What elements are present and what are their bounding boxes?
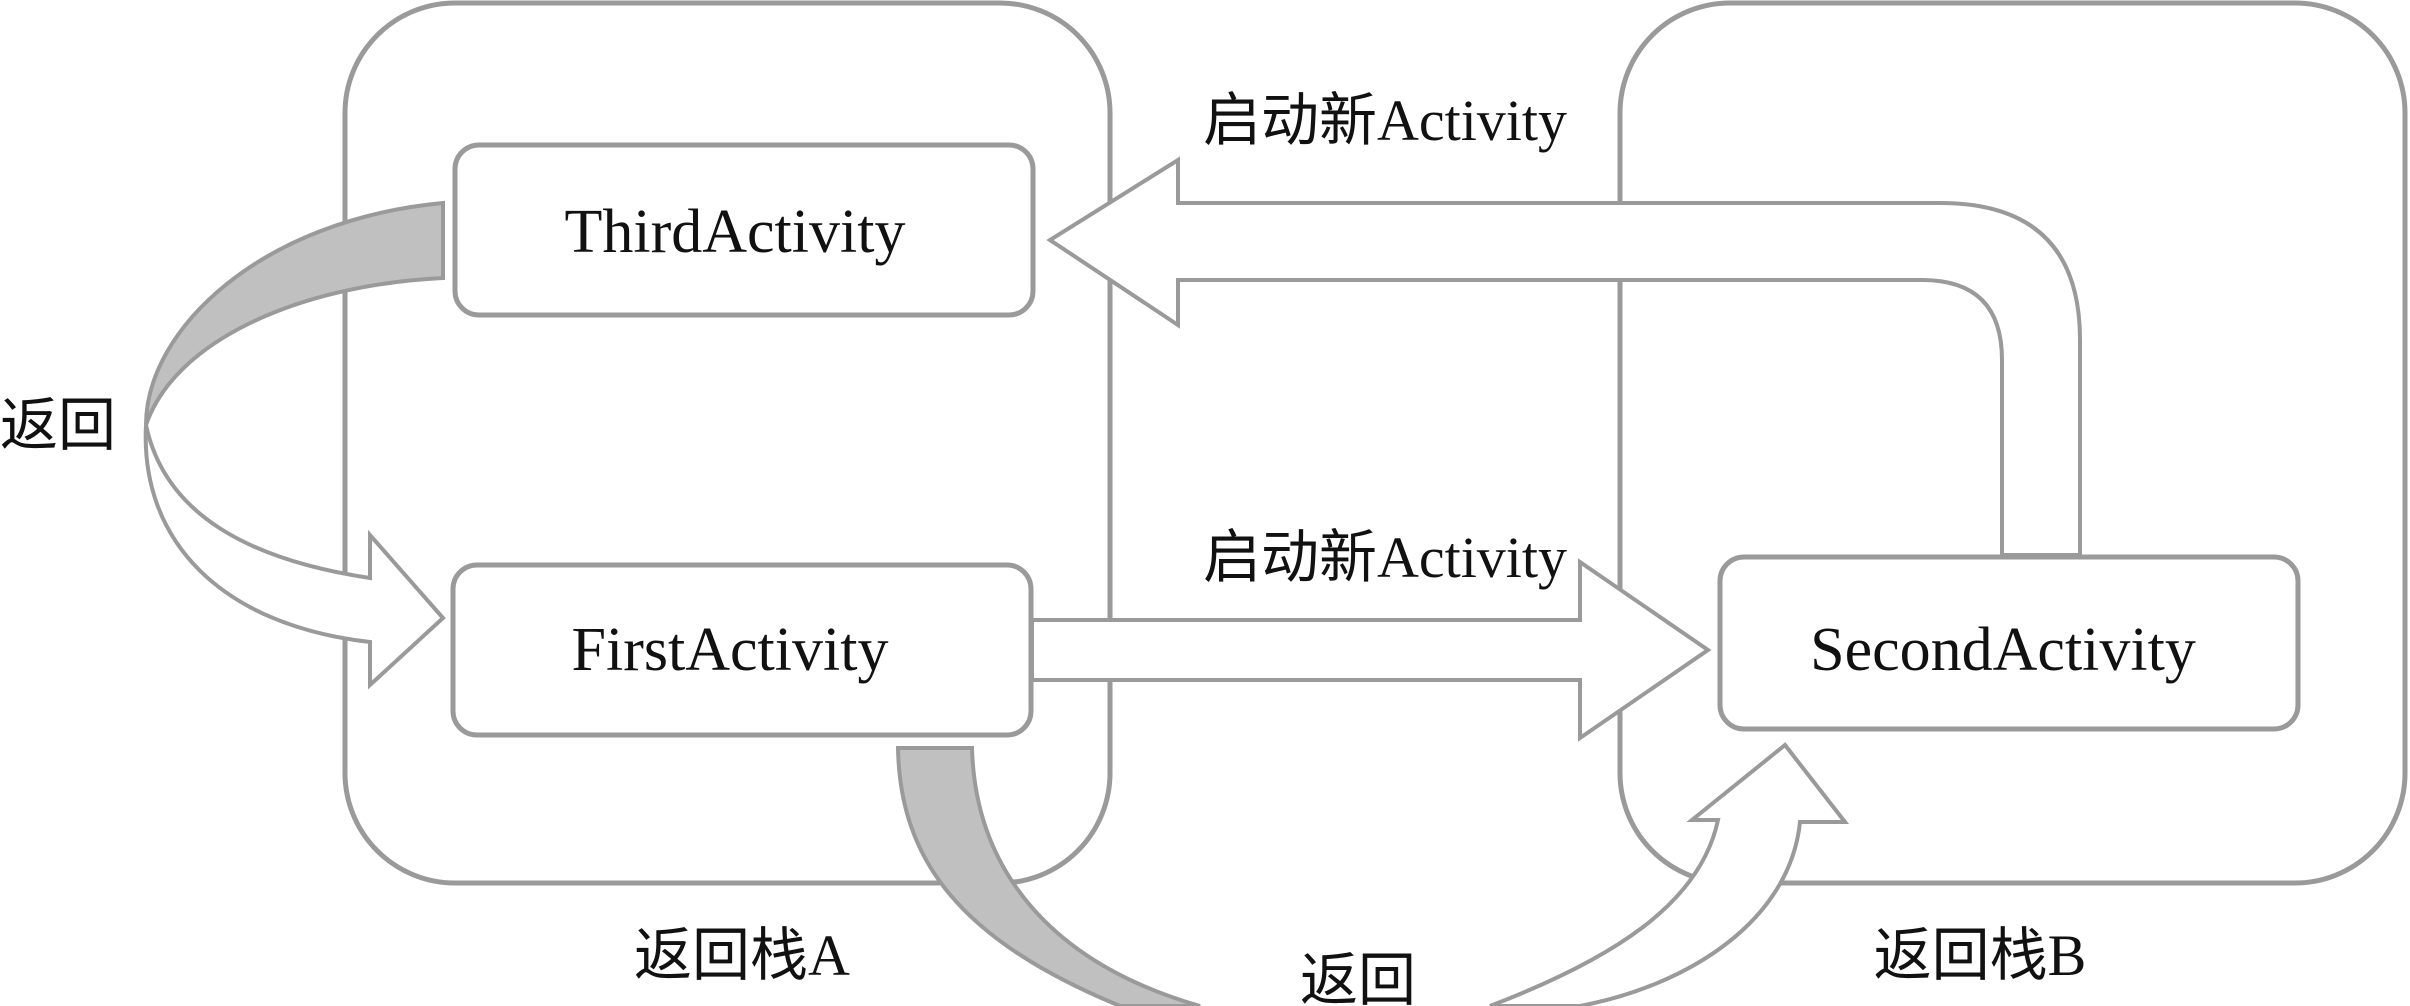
arrow-first-to-second bbox=[1030, 558, 1712, 742]
back-stack-b-label: 返回栈B bbox=[1874, 923, 2087, 988]
back-stack-a-label: 返回栈A bbox=[634, 923, 850, 988]
edge-label-first-back-second: 返回 bbox=[1300, 948, 1416, 1006]
return-arrow-third-to-first-shaded bbox=[144, 200, 445, 426]
edge-label-third-back-first: 返回 bbox=[0, 393, 116, 458]
back-stack-a-container bbox=[342, 0, 1113, 886]
return-arrow-first-to-second-shaded bbox=[895, 746, 1201, 1006]
edge-label-first-to-second: 启动新Activity bbox=[1203, 525, 1567, 590]
return-arrow-first-to-second bbox=[895, 742, 1850, 1006]
second-activity-label: SecondActivity bbox=[1810, 616, 2196, 684]
second-activity-box bbox=[1717, 554, 2301, 732]
third-activity-box bbox=[452, 142, 1036, 318]
return-arrow-third-to-first bbox=[143, 200, 446, 690]
first-activity-box bbox=[450, 562, 1034, 738]
return-arrow-first-to-second-head bbox=[1489, 742, 1850, 1006]
third-activity-label: ThirdActivity bbox=[565, 198, 906, 266]
arrow-second-to-third bbox=[1046, 156, 2082, 557]
return-arrow-third-to-first-head bbox=[143, 424, 446, 690]
back-stack-b-container bbox=[1617, 0, 2408, 886]
edge-label-second-to-third: 启动新Activity bbox=[1203, 88, 1567, 153]
first-activity-label: FirstActivity bbox=[572, 616, 889, 684]
